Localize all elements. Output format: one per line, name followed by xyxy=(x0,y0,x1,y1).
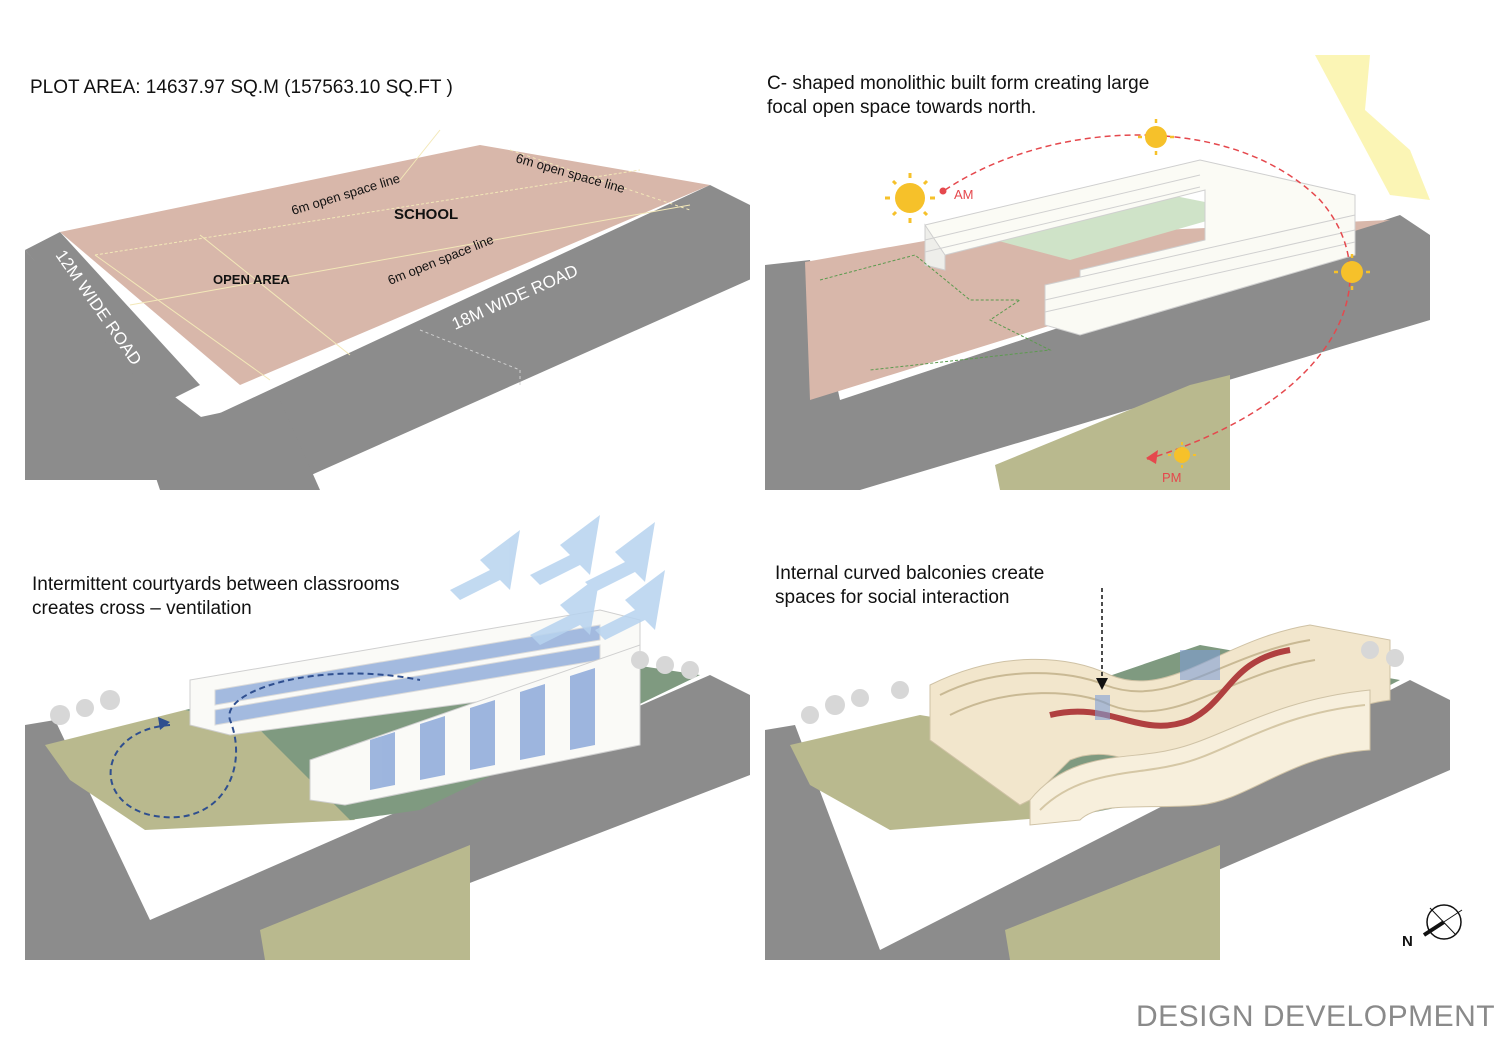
built-form-caption-line1: C- shaped monolithic built form creating… xyxy=(767,73,1150,94)
panel-built-form: AM PM C- shaped monolithic built form cr… xyxy=(750,0,1500,490)
ventilation-caption-line1: Intermittent courtyards between classroo… xyxy=(32,574,400,595)
ventilation-caption-line2: creates cross – ventilation xyxy=(32,598,252,619)
lawn xyxy=(995,375,1230,490)
sun-icon-am xyxy=(885,173,935,223)
panel-plot-area: SCHOOL OPEN AREA 6m open space line 6m o… xyxy=(0,0,750,490)
c-shaped-building xyxy=(924,159,1356,336)
panel-cross-ventilation: Intermittent courtyards between classroo… xyxy=(0,500,750,960)
curved-building xyxy=(929,624,1391,826)
built-form-caption-line2: focal open space towards north. xyxy=(767,97,1037,118)
page-title: DESIGN DEVELOPMENT xyxy=(1136,1000,1496,1033)
north-label: N xyxy=(1402,933,1413,950)
plot-diagram: SCHOOL OPEN AREA 6m open space line 6m o… xyxy=(25,129,750,490)
ventilation-caption: Intermittent courtyards between classroo… xyxy=(32,573,400,621)
balconies-diagram xyxy=(765,588,1450,960)
road-cross xyxy=(140,400,320,490)
am-label: AM xyxy=(954,187,974,202)
panel-curved-balconies: Internal curved balconies create spaces … xyxy=(750,500,1500,960)
plot-site xyxy=(60,145,710,385)
sun-path xyxy=(944,134,1351,461)
school-label: SCHOOL xyxy=(394,206,458,223)
pm-label: PM xyxy=(1162,470,1182,485)
sun-icon-noon xyxy=(1138,119,1174,155)
open-area-label: OPEN AREA xyxy=(213,272,290,287)
sun-icon-pm xyxy=(1168,442,1196,468)
built-form-diagram: AM PM xyxy=(765,55,1430,490)
road-18m xyxy=(25,185,750,480)
classroom-blocks-front xyxy=(309,644,641,806)
open-space-outline xyxy=(819,254,1052,371)
trees xyxy=(801,641,1404,724)
balconies-caption: Internal curved balconies create spaces … xyxy=(775,562,1044,610)
airflow-path xyxy=(109,672,421,819)
ventilation-diagram xyxy=(25,515,750,960)
road-main xyxy=(765,215,1430,490)
plot-area-caption: PLOT AREA: 14637.97 SQ.M (157563.10 SQ.F… xyxy=(30,76,453,100)
courtyard xyxy=(995,195,1245,260)
classroom-blocks-back xyxy=(189,609,641,736)
lawn-front xyxy=(1005,845,1220,960)
road-12m xyxy=(25,232,200,405)
balconies-caption-line2: spaces for social interaction xyxy=(775,587,1010,608)
trees xyxy=(50,651,699,725)
sun-icon-afternoon xyxy=(1334,254,1370,290)
plot-area-text: PLOT AREA: 14637.97 SQ.M (157563.10 SQ.F… xyxy=(30,77,453,98)
sunlight-beam xyxy=(1315,55,1430,200)
built-form-caption: C- shaped monolithic built form creating… xyxy=(767,72,1149,120)
balconies-caption-line1: Internal curved balconies create xyxy=(775,563,1045,584)
lawn-front xyxy=(260,845,470,960)
wind-arrows xyxy=(450,515,665,645)
